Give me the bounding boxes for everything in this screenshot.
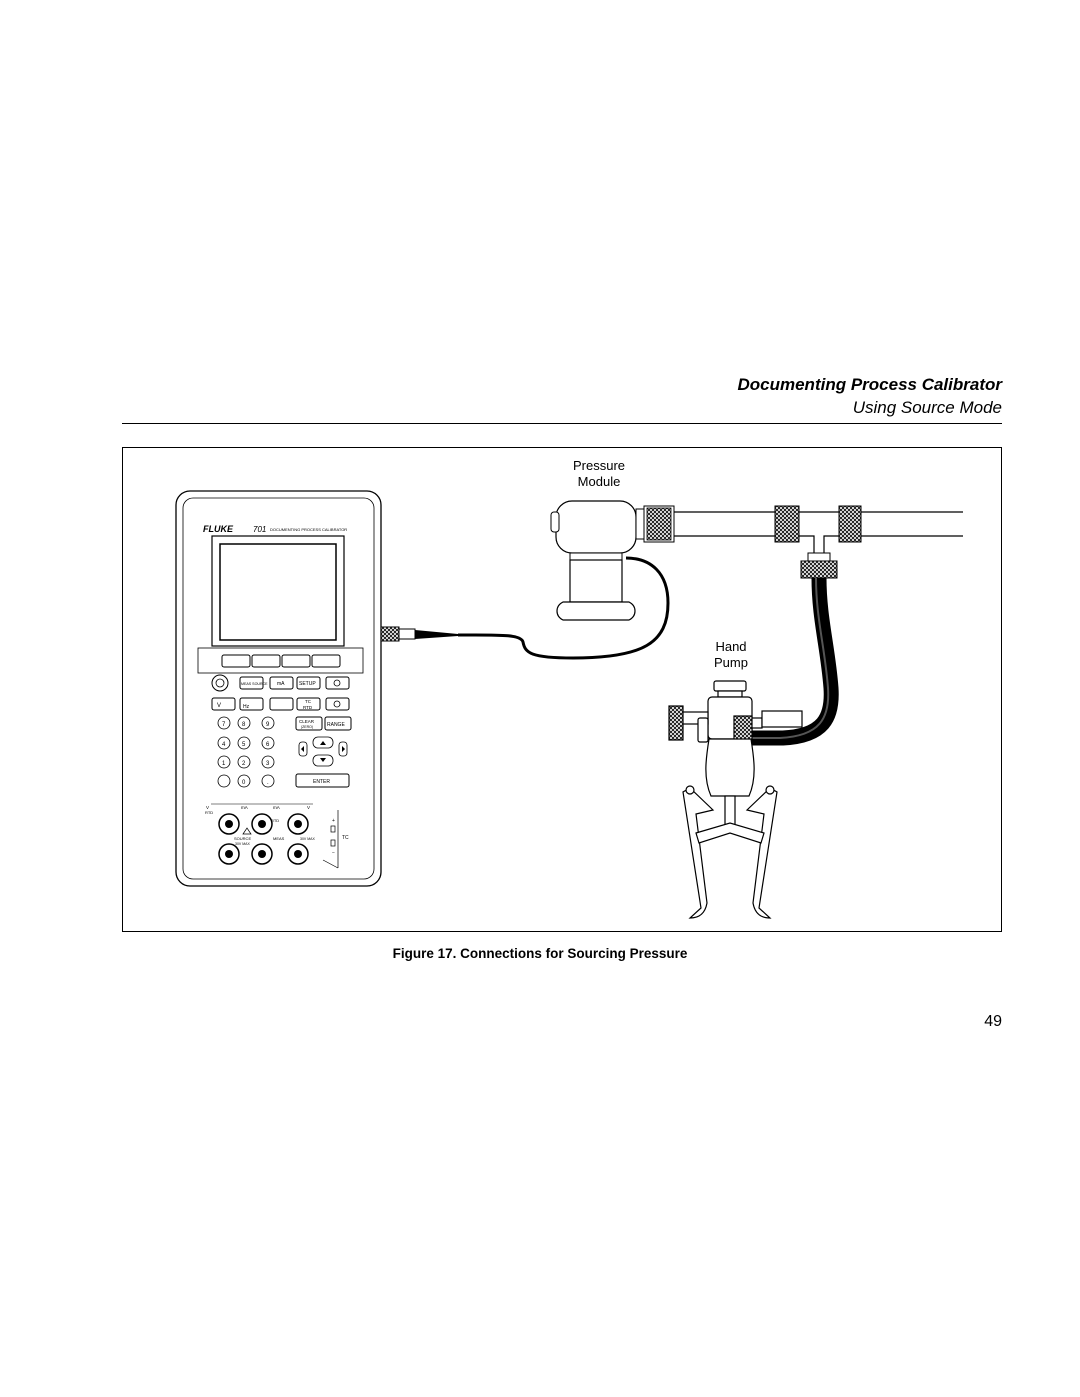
meas-label: MEAS (273, 836, 285, 841)
source-label: SOURCE (234, 836, 251, 841)
key-7: 7 (222, 722, 226, 728)
jack-ma2-label: mA (273, 805, 280, 810)
key-6: 6 (266, 742, 270, 748)
key-2: 2 (242, 761, 246, 767)
key-3: 3 (266, 761, 270, 767)
page-number: 49 (984, 1013, 1002, 1030)
enter-key: ENTER (313, 779, 330, 785)
connection-diagram: FLUKE 701 DOCUMENTING PROCESS CALIBRATOR… (175, 458, 963, 919)
jack-v2-label: V (307, 805, 310, 810)
model-number: 701 (253, 525, 266, 534)
figure-frame: FLUKE 701 DOCUMENTING PROCESS CALIBRATOR… (122, 447, 1002, 932)
key-9: 9 (266, 722, 270, 728)
jack-rtd-label: RTD (205, 810, 213, 815)
header-title: Documenting Process Calibrator (737, 375, 1002, 394)
ohm-icon (333, 700, 341, 708)
brand-logo: FLUKE (203, 524, 234, 534)
keypad (217, 716, 275, 788)
max2-label: 30V MAX (300, 837, 315, 841)
header-subtitle: Using Source Mode (852, 398, 1002, 417)
max-label: 30V MAX (235, 842, 250, 846)
zero-key-label: (ZERO) (301, 725, 313, 729)
calibrator-device: FLUKE 701 DOCUMENTING PROCESS CALIBRATOR… (175, 490, 382, 887)
tc-minus-label: − (332, 850, 335, 856)
tc-plus-label: + (332, 818, 335, 824)
rtd-key: RTD (303, 705, 313, 710)
jack-v-label: V (206, 805, 209, 810)
key-0: 0 (242, 780, 246, 786)
tc-key: TC (305, 699, 312, 704)
pressure-module (550, 500, 645, 621)
power-button (211, 674, 229, 692)
key-5: 5 (242, 742, 246, 748)
module-cable (380, 556, 670, 660)
setup-key: SETUP (299, 681, 316, 687)
jack-row-bottom (218, 843, 309, 865)
header-rule (122, 423, 1002, 424)
hand-pump-label-line1: Hand (715, 639, 746, 654)
jack-rtd2-label: RTD (271, 818, 279, 823)
warning-icon (242, 827, 252, 835)
ma-key: mA (277, 681, 285, 687)
jack-ma-label: mA (241, 805, 248, 810)
key-dot: . (267, 780, 269, 786)
pressure-module-label-line2: Module (578, 474, 621, 489)
clear-key: CLEAR (299, 719, 315, 724)
hand-pump-label-line2: Pump (714, 655, 748, 670)
backlight-icon (333, 679, 341, 687)
model-description: DOCUMENTING PROCESS CALIBRATOR (270, 527, 347, 532)
jack-row-top (218, 813, 309, 835)
hz-key: Hz (243, 704, 250, 710)
key-1: 1 (222, 761, 226, 767)
vdc-key: V (217, 703, 221, 709)
meas-source-key: MEAS SOURCE (241, 682, 268, 686)
pressure-piping (643, 505, 963, 579)
range-key: RANGE (327, 722, 345, 728)
figure-caption: Figure 17. Connections for Sourcing Pres… (392, 946, 688, 961)
hand-pump (668, 680, 803, 919)
pressure-module-label-line1: Pressure (573, 458, 625, 473)
key-8: 8 (242, 722, 246, 728)
tc-label: TC (342, 835, 349, 841)
key-4: 4 (222, 742, 226, 748)
